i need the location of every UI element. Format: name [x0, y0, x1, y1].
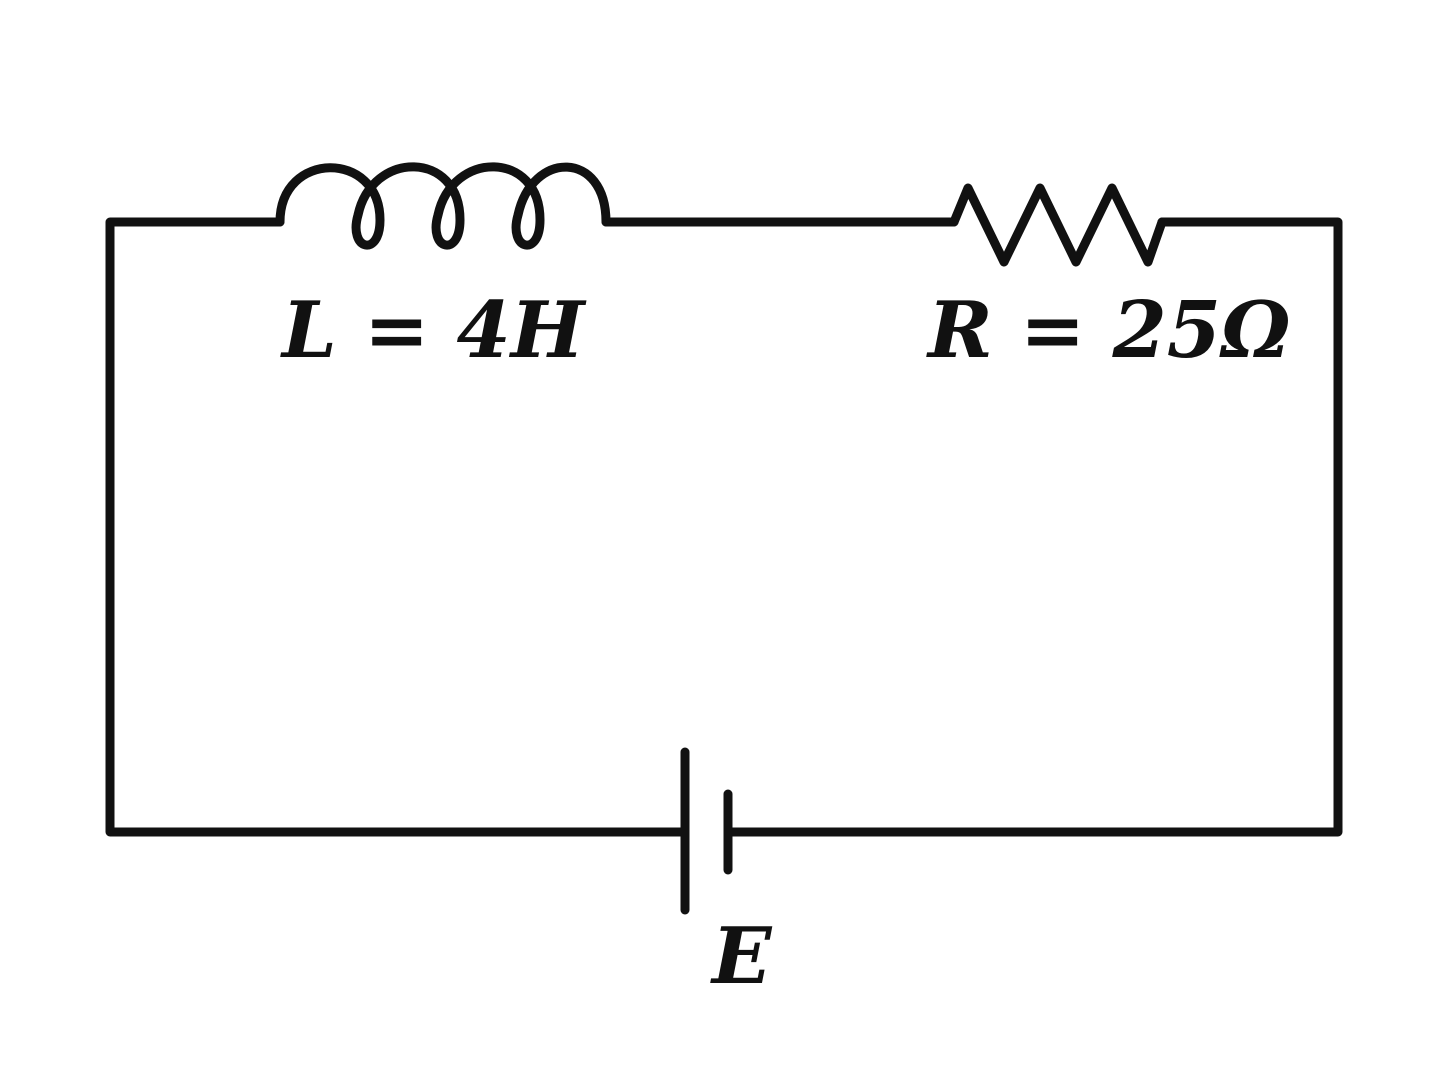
resistor-zigzag: [949, 183, 1167, 267]
resistor-label: R = 25Ω: [928, 285, 1291, 376]
wire-right-loop: [723, 217, 1343, 837]
battery-label: E: [712, 911, 772, 1002]
wire-left-loop: [105, 217, 689, 837]
inductor-coil: [275, 162, 611, 250]
inductor-label: L = 4H: [282, 285, 585, 376]
